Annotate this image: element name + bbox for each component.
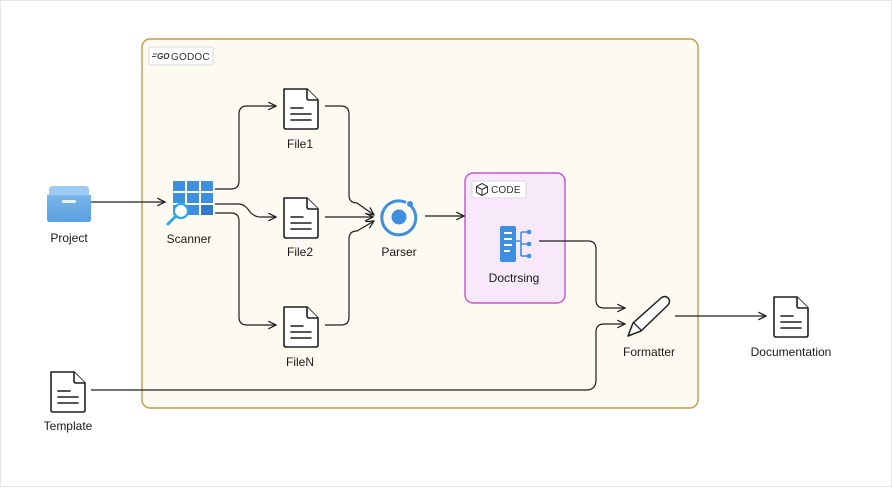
node-file2[interactable]: File2 [283, 197, 319, 259]
svg-text:GO: GO [157, 52, 170, 61]
edge-scanner-file2 [215, 203, 276, 217]
go-logo-icon: GO [152, 52, 170, 61]
document-icon [283, 306, 319, 348]
node-template-label: Template [44, 419, 93, 433]
node-docstring[interactable]: Doctrsing [489, 226, 540, 285]
document-icon [50, 371, 86, 413]
godoc-tag-label: GODOC [171, 52, 210, 63]
godoc-group-box [141, 38, 699, 409]
godoc-tag: GO GODOC [148, 46, 214, 66]
edge-file1-parser [325, 105, 374, 215]
folder-icon [47, 186, 91, 222]
node-parser-label: Parser [381, 245, 416, 259]
document-icon [283, 88, 319, 130]
node-documentation-label: Documentation [751, 345, 832, 359]
docstring-icon [500, 226, 532, 262]
godoc-group[interactable]: GO GODOC [141, 38, 699, 409]
node-template[interactable]: Template [44, 371, 93, 433]
node-formatter[interactable]: Formatter [623, 295, 675, 360]
pen-icon [627, 295, 671, 337]
code-tag: CODE [471, 180, 527, 199]
document-icon [283, 197, 319, 239]
ionic-ring-icon [380, 199, 418, 237]
node-fileN-label: FileN [286, 355, 314, 369]
node-formatter-label: Formatter [623, 345, 675, 359]
grid-search-icon [166, 181, 213, 226]
edges [91, 105, 766, 391]
node-parser[interactable]: Parser [380, 199, 418, 259]
cube-icon [476, 182, 488, 197]
code-tag-label: CODE [491, 185, 521, 196]
node-file2-label: File2 [287, 245, 313, 259]
node-fileN[interactable]: FileN [283, 306, 319, 369]
document-icon [773, 296, 809, 338]
edge-scanner-file1 [215, 106, 276, 190]
node-project[interactable]: Project [47, 186, 91, 245]
node-docstring-label: Doctrsing [489, 271, 540, 285]
node-file1-label: File1 [287, 137, 313, 151]
node-documentation[interactable]: Documentation [751, 296, 832, 359]
edge-template-formatter [91, 324, 625, 391]
edge-scanner-fileN [215, 212, 276, 325]
edge-fileN-parser [325, 221, 374, 326]
node-scanner-label: Scanner [167, 232, 212, 246]
edge-docstring-formatter [539, 240, 625, 308]
node-project-label: Project [50, 231, 88, 245]
node-scanner[interactable]: Scanner [166, 181, 213, 246]
node-file1[interactable]: File1 [283, 88, 319, 151]
